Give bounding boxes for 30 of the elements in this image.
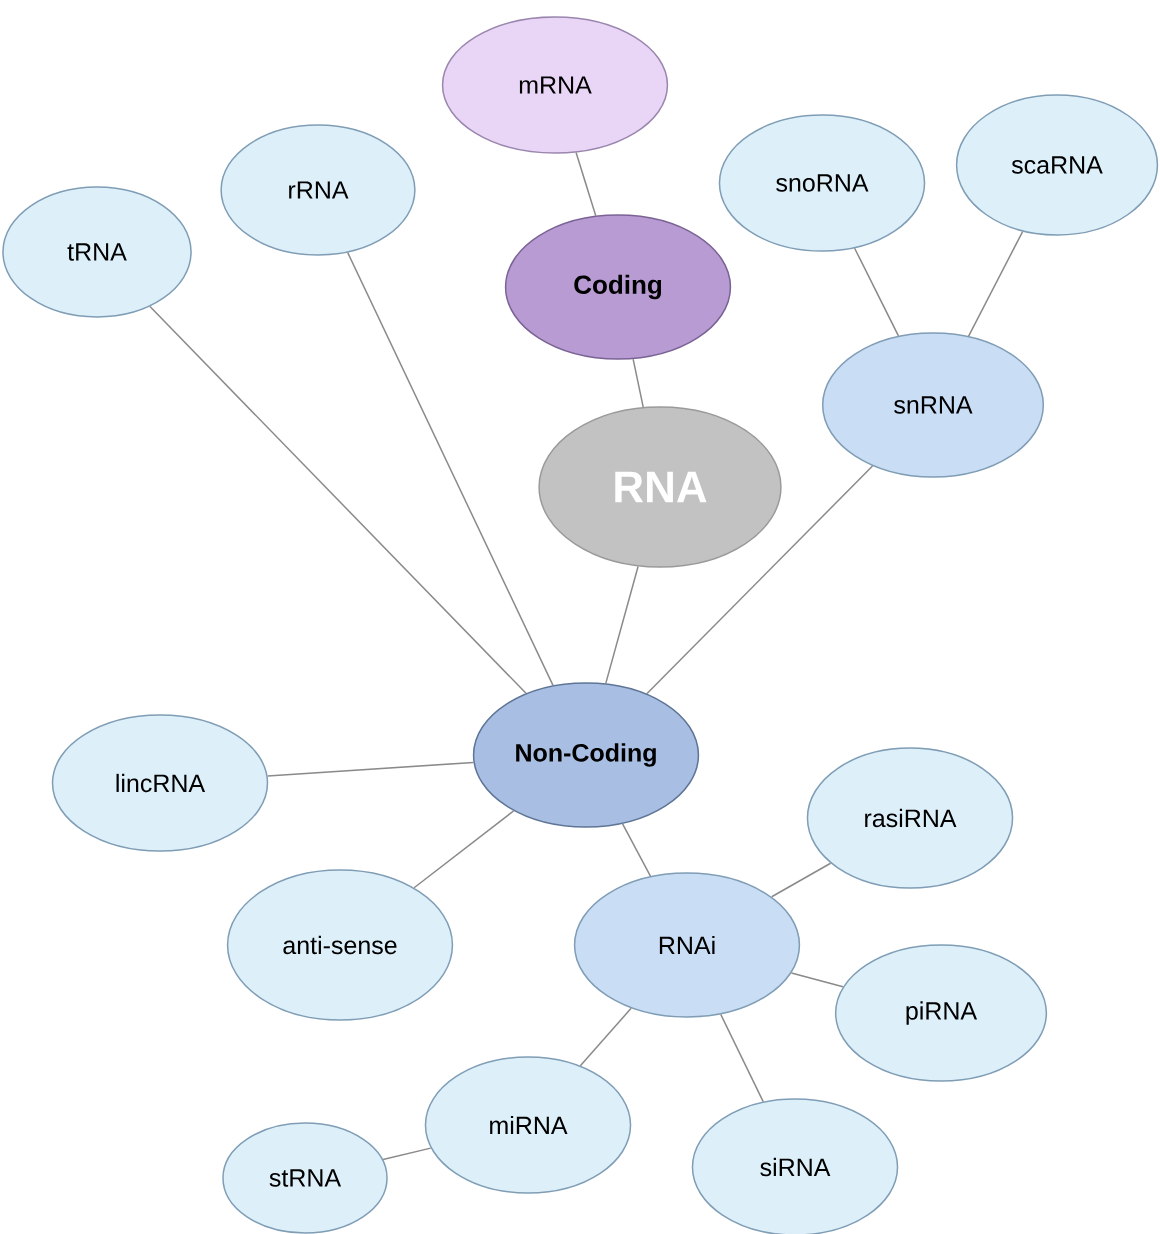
connector-line — [413, 810, 515, 889]
ellipse-node: rRNA — [220, 124, 416, 256]
ellipse-node: tRNA — [2, 186, 192, 318]
ellipse-node: lincRNA — [51, 714, 269, 852]
connector-line — [967, 230, 1024, 337]
ellipse-node: stRNA — [222, 1122, 388, 1234]
ellipse-node: RNAi — [573, 872, 801, 1018]
connector-line — [605, 565, 639, 685]
connector-line — [346, 251, 554, 687]
connector-line — [790, 972, 844, 988]
connector-line — [575, 151, 597, 217]
connector-line — [266, 761, 475, 777]
connector-line — [646, 465, 874, 695]
connector-line — [770, 862, 832, 898]
ellipse-node: snoRNA — [718, 114, 926, 252]
connector-line — [720, 1013, 764, 1103]
connector-line — [382, 1147, 432, 1161]
connector-line — [632, 358, 644, 408]
ellipse-node: anti-sense — [226, 869, 454, 1021]
connector-line — [149, 305, 527, 695]
ellipse-node: siRNA — [691, 1098, 899, 1234]
ellipse-node: scaRNA — [955, 94, 1159, 236]
connector-line — [621, 823, 652, 877]
ellipse-node: mRNA — [441, 16, 669, 154]
connector-line — [579, 1007, 632, 1067]
ellipse-node: miRNA — [424, 1056, 632, 1194]
ellipse-node: snRNA — [821, 332, 1045, 478]
connector-line — [853, 247, 900, 337]
ellipse-node: piRNA — [834, 944, 1048, 1082]
ellipse-node: rasiRNA — [806, 747, 1014, 889]
